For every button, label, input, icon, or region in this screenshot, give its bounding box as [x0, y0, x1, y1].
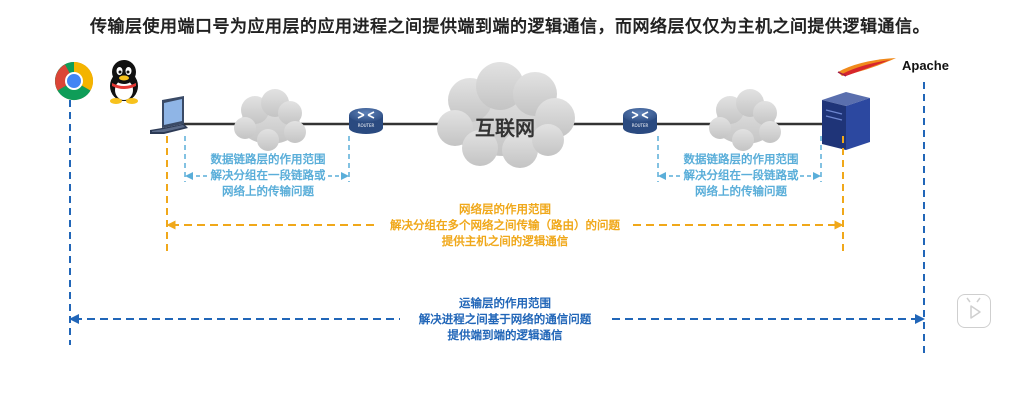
play-button[interactable] [957, 294, 991, 328]
transport-scope-label: 运输层的作用范围 解决进程之间基于网络的通信问题 提供端到端的逻辑通信 [418, 296, 592, 342]
chrome-icon [54, 61, 94, 101]
qq-penguin-icon [110, 60, 138, 104]
internet-cloud [437, 62, 575, 168]
apache-label: Apache [902, 58, 949, 73]
network-scope-label: 网络层的作用范围 解决分组在多个网络之间传输（路由）的问题 提供主机之间的逻辑通… [390, 202, 620, 248]
left-router-icon: ROUTER [349, 108, 383, 134]
right-router-icon: ROUTER [623, 108, 657, 134]
datalink-left-scope-label: 数据链路层的作用范围 解决分组在一段链路或 网络上的传输问题 [210, 152, 326, 198]
laptop-icon [150, 96, 188, 134]
server-tower-icon [822, 92, 870, 150]
svg-text:ROUTER: ROUTER [632, 123, 649, 128]
apache-feather-icon [837, 58, 896, 77]
play-icon [966, 297, 981, 319]
page-title: 传输层使用端口号为应用层的应用进程之间提供端到端的逻辑通信，而网络层仅仅为主机之… [90, 17, 930, 37]
left-lan-cloud [234, 89, 306, 151]
right-lan-cloud [709, 89, 781, 151]
datalink-right-scope-label: 数据链路层的作用范围 解决分组在一段链路或 网络上的传输问题 [683, 152, 799, 198]
internet-label: 互联网 [475, 116, 535, 140]
svg-text:ROUTER: ROUTER [358, 123, 375, 128]
